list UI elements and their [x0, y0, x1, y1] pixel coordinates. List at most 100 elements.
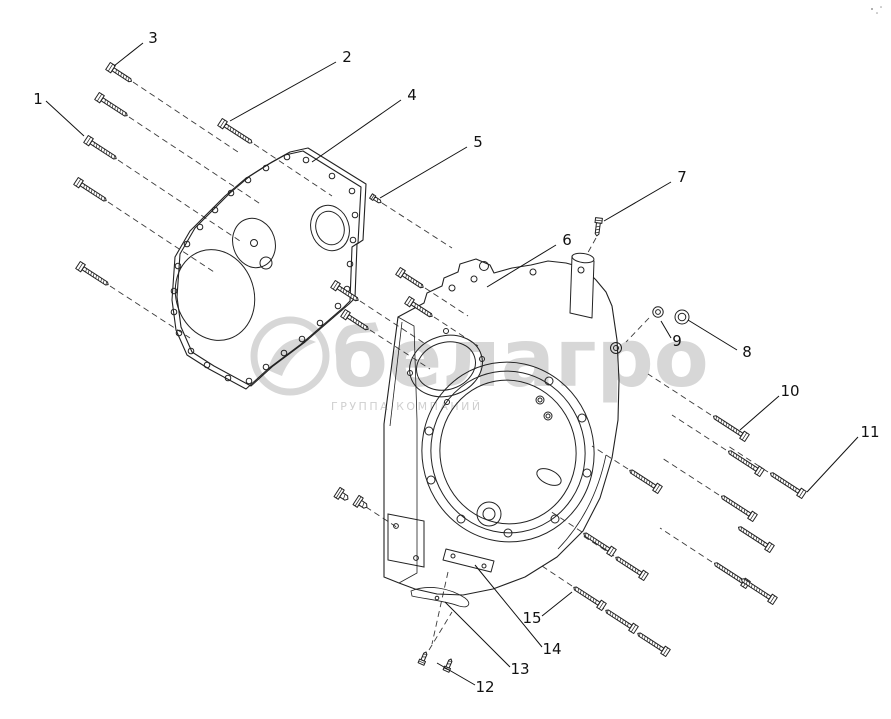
bolt-icon	[615, 556, 649, 581]
bolt-icon	[714, 562, 751, 589]
bolt-icon	[217, 118, 253, 144]
gasket-bolt-hole	[298, 335, 306, 343]
callout-number-2: 2	[342, 48, 352, 66]
callout-number-8: 8	[742, 343, 752, 361]
bolt-icon	[105, 62, 132, 83]
housing-silhouette	[383, 258, 620, 596]
assembly-axis-line	[727, 445, 769, 473]
side-pad	[387, 513, 425, 568]
assembly-axis-line	[253, 143, 333, 197]
assembly-axis-line	[541, 565, 573, 587]
rim-bolt-hole	[582, 468, 592, 478]
fasteners	[73, 62, 807, 673]
rim-bolt-hole	[503, 528, 513, 538]
rim-bolt-hole	[424, 426, 434, 436]
opening-bolt-hole	[407, 370, 413, 376]
callout-leader-line	[660, 320, 672, 339]
flywheel-bore-inner-rim	[439, 379, 577, 525]
gasket-edge	[176, 147, 367, 387]
rim-bolt-hole	[550, 514, 560, 524]
callout-leader-line	[739, 395, 780, 431]
bore-rim-bolt-holes	[424, 376, 592, 538]
flange-hole	[470, 275, 478, 283]
rim-bolt-hole	[426, 475, 436, 485]
upper-left-opening	[409, 334, 483, 398]
bolt-icon	[629, 469, 663, 494]
assembly-axis-line	[647, 373, 712, 416]
bottom-cover-plate	[442, 548, 495, 573]
print-artifact-dots	[871, 6, 882, 14]
callout-leader-line	[45, 100, 85, 137]
bolt-icon	[637, 632, 671, 657]
gasket-bolt-hole	[183, 240, 191, 248]
callout-leader-line	[541, 591, 573, 617]
assembly-axis-line	[359, 300, 425, 344]
callout-leader-line	[486, 244, 557, 288]
gasket-plate	[170, 147, 367, 390]
assembly-axis-line	[579, 533, 615, 557]
plug-screw-icon	[352, 494, 368, 509]
bolt-icon	[738, 526, 775, 553]
flywheel-bore-mid-rim	[430, 370, 586, 534]
gasket-bolt-hole	[175, 329, 183, 337]
bolt-icon	[404, 296, 433, 318]
callout-leader-line	[603, 181, 672, 222]
callout-leader-line	[311, 99, 402, 163]
callout-number-5: 5	[473, 133, 483, 151]
oblong-slot	[536, 468, 562, 486]
callout-number-3: 3	[148, 29, 158, 47]
bolt-icon	[395, 267, 424, 289]
bolt-icon	[605, 609, 639, 634]
plug-icon	[652, 306, 664, 318]
watermark-brand-text: белагро	[332, 312, 709, 405]
callout-leader-line	[229, 61, 337, 122]
drain-plugs	[652, 306, 690, 325]
callout-leader-line	[113, 42, 144, 67]
pin-icon	[369, 193, 382, 204]
gasket-right-opening-inner	[315, 210, 345, 246]
assembly-axis-line	[549, 510, 583, 533]
opening-bolt-hole	[479, 356, 485, 362]
breather-bracket	[569, 255, 595, 319]
plug-icon	[674, 309, 690, 325]
gasket-right-opening	[310, 204, 350, 252]
callout-number-1: 1	[33, 90, 43, 108]
plug-screw-icon	[333, 486, 349, 501]
callout-number-14: 14	[542, 640, 561, 658]
callout-number-10: 10	[780, 382, 799, 400]
plug-boss	[610, 342, 622, 354]
gasket-bolt-hole	[174, 262, 182, 270]
flange-hole	[529, 268, 537, 276]
bolt-icon	[94, 92, 128, 117]
gasket-bolt-hole	[244, 176, 252, 184]
upper-left-opening-inner	[416, 341, 476, 391]
flywheel-housing	[383, 252, 622, 596]
bolt-icon	[573, 586, 607, 611]
assembly-axis-line	[625, 317, 650, 343]
bolt-icon	[340, 309, 369, 331]
gasket-bolt-hole	[170, 287, 178, 295]
callout-number-6: 6	[562, 231, 572, 249]
gasket-bolt-hole	[328, 172, 336, 180]
gasket-mid-center-hole	[250, 239, 258, 247]
dowel-hole	[535, 395, 545, 405]
assembly-axis-line	[431, 571, 449, 645]
bolt-icon	[73, 177, 107, 202]
bolt-icon	[583, 532, 617, 557]
watermark-subtitle-text: ГРУППА КОМПАНИЙ	[331, 400, 483, 413]
watermark: белагро ГРУППА КОМПАНИЙ	[250, 312, 709, 413]
callout-leader-line	[379, 146, 468, 199]
opening-bolt-hole	[444, 399, 450, 405]
callout-leader-line	[444, 601, 511, 668]
assembly-axis-line	[369, 329, 431, 370]
gasket-mid-opening	[232, 217, 276, 269]
callout-number-4: 4	[407, 86, 417, 104]
housing-left-edge-line	[389, 321, 403, 427]
dowel-hole-inner	[545, 413, 551, 419]
bolt-icon	[770, 472, 807, 499]
lower-access-hole	[476, 501, 502, 527]
lower-access-hole-inner	[482, 507, 496, 521]
gasket-bolt-hole	[187, 347, 195, 355]
